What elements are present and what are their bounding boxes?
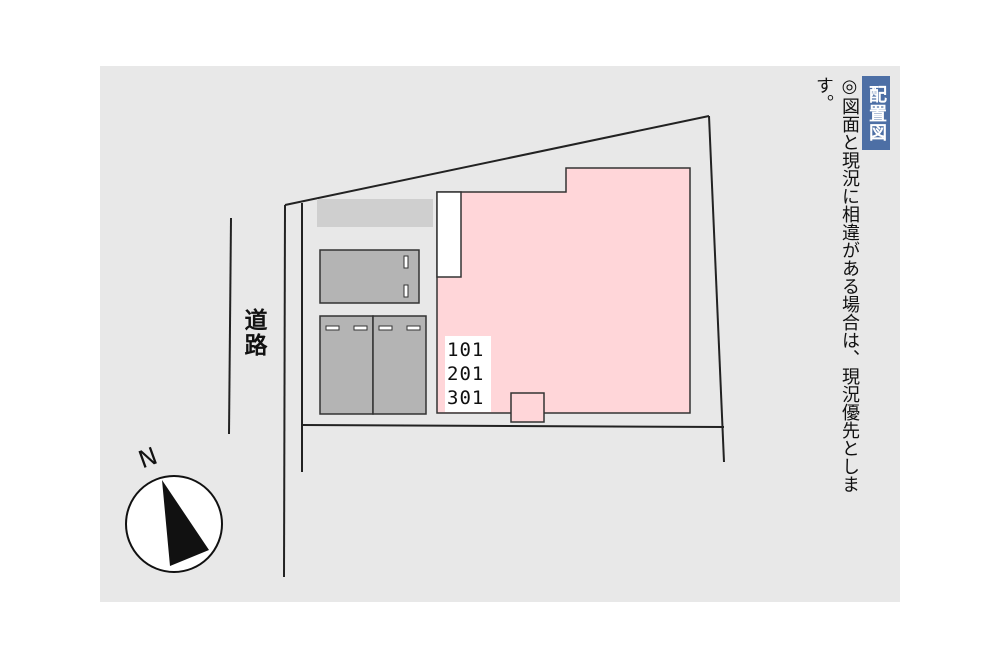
road-label: 道路 bbox=[240, 308, 266, 358]
parking-marker bbox=[378, 325, 393, 331]
bicycle-parking-area bbox=[317, 199, 433, 227]
unit-number: 101 bbox=[447, 339, 485, 361]
boundary-right bbox=[708, 115, 725, 463]
parking-marker bbox=[406, 325, 421, 331]
boundary-left-outer bbox=[283, 204, 286, 578]
boundary-bottom bbox=[301, 424, 725, 428]
page-title: 配置図 bbox=[862, 76, 890, 150]
parking-marker bbox=[325, 325, 340, 331]
unit-numbers: 101 201 301 bbox=[445, 336, 491, 412]
north-arrow-icon bbox=[125, 475, 223, 573]
building-footprint bbox=[436, 167, 691, 414]
boundary-top bbox=[284, 115, 710, 206]
unit-number: 301 bbox=[447, 387, 485, 409]
disclaimer-note: ◎図面と現況に相違がある場合は、現況優先とします。 bbox=[813, 76, 860, 493]
building-entrance-strip bbox=[436, 191, 462, 278]
unit-number: 201 bbox=[447, 363, 485, 385]
parking-marker bbox=[403, 255, 409, 269]
parking-space-top bbox=[319, 249, 420, 304]
building-small-structure bbox=[510, 392, 545, 423]
parking-marker bbox=[353, 325, 368, 331]
parking-space-left bbox=[319, 315, 374, 415]
parking-space-right bbox=[372, 315, 427, 415]
road-line bbox=[228, 217, 232, 435]
parking-marker bbox=[403, 284, 409, 298]
